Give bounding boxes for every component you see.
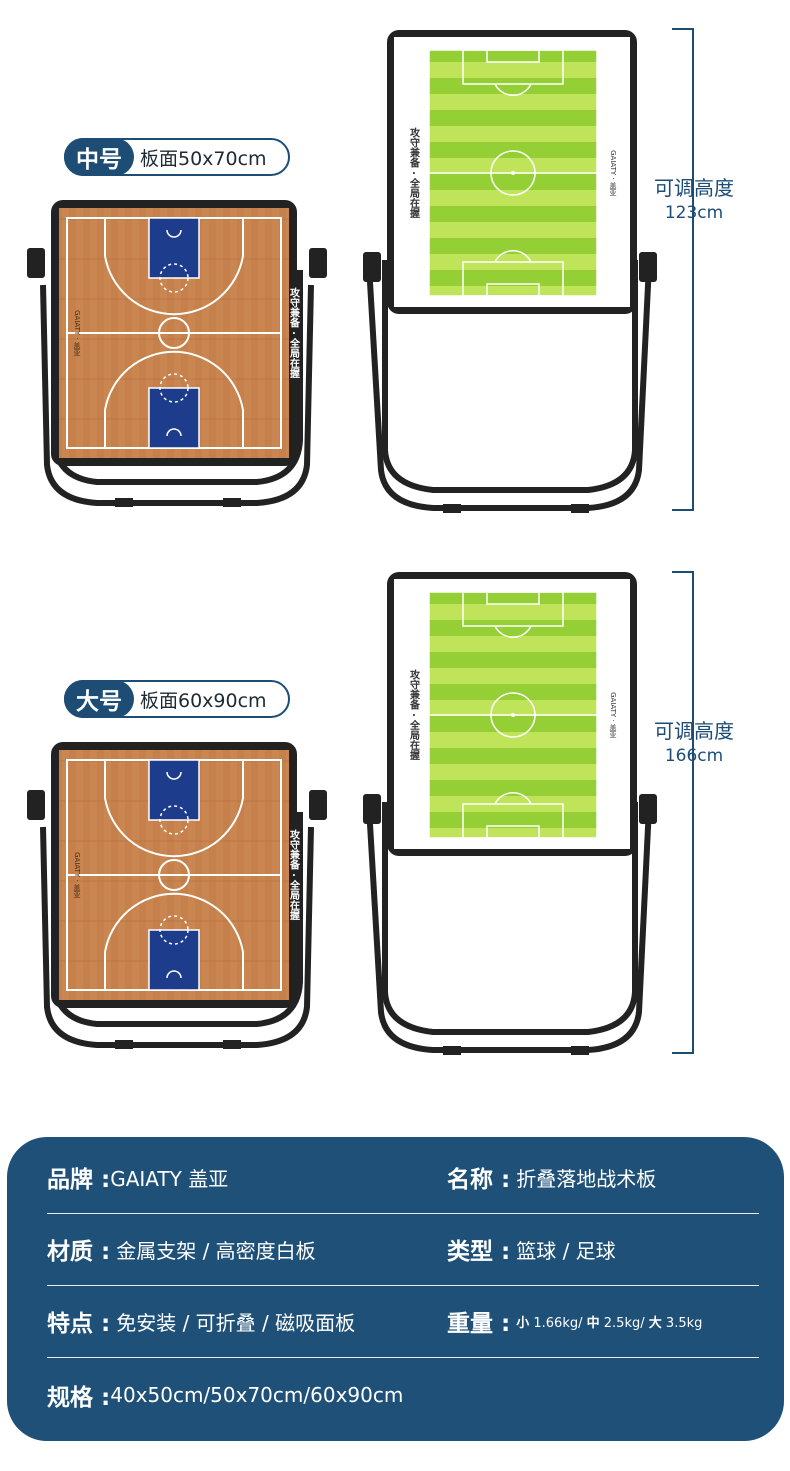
medium-size-label: 中号 <box>64 138 134 176</box>
medium-height-indicator <box>672 28 694 511</box>
large-size-badge: 大号 板面60x90cm <box>64 680 290 718</box>
spec-brand-value: GAIATY 盖亚 <box>110 1166 229 1191</box>
board-brand: GAIATY · 盖亚 <box>609 692 617 738</box>
spec-size: 规格 : 40x50cm/50x70cm/60x90cm <box>47 1359 403 1431</box>
large-height-value: 166cm <box>664 746 724 766</box>
medium-height-title: 可调高度 <box>654 176 734 200</box>
board-slogan: 攻守兼备 · 全局在握 <box>288 286 301 379</box>
spec-weight-key: 重量 : <box>447 1311 511 1337</box>
large-height-title: 可调高度 <box>654 719 734 743</box>
spec-panel: 品牌 : GAIATY 盖亚 名称 : 折叠落地战术板 材质 : 金属支架 / … <box>7 1137 784 1441</box>
weight-small-label: 小 <box>516 1315 530 1331</box>
medium-board-label: 板面50x70cm <box>140 147 267 170</box>
medium-height-value: 123cm <box>664 203 724 223</box>
spec-material: 材质 : 金属支架 / 高密度白板 <box>47 1213 316 1285</box>
medium-basketball-board: 攻守兼备 · 全局在握 GAIATY · 盖亚 <box>27 200 327 512</box>
large-board-label: 板面60x90cm <box>140 689 267 712</box>
spec-size-value: 40x50cm/50x70cm/60x90cm <box>110 1383 404 1407</box>
spec-type: 类型 : 篮球 / 足球 <box>447 1213 616 1285</box>
spec-name-key: 名称 : <box>447 1167 511 1193</box>
weight-medium-value: 2.5kg/ <box>603 1315 645 1331</box>
board-slogan: 攻守兼备 · 全局在握 <box>288 828 301 921</box>
board-brand: GAIATY · 盖亚 <box>73 310 81 356</box>
weight-large-value: 3.5kg <box>665 1315 703 1331</box>
large-football-board: 攻守兼备 · 全局在握 GAIATY · 盖亚 <box>363 572 663 1062</box>
spec-feature: 特点 : 免安装 / 可折叠 / 磁吸面板 <box>47 1285 355 1357</box>
spec-brand: 品牌 : GAIATY 盖亚 <box>47 1141 228 1213</box>
spec-feature-value: 免安装 / 可折叠 / 磁吸面板 <box>116 1310 356 1335</box>
weight-medium-label: 中 <box>586 1315 600 1331</box>
large-basketball-board: 攻守兼备 · 全局在握 GAIATY · 盖亚 <box>27 742 327 1054</box>
spec-weight-value: 小 1.66kg/ 中 2.5kg/ 大 3.5kg <box>516 1312 702 1331</box>
medium-height-label: 可调高度 123cm <box>634 172 754 223</box>
spec-row-4: 规格 : 40x50cm/50x70cm/60x90cm <box>47 1359 759 1431</box>
large-height-indicator <box>672 571 694 1054</box>
large-size-label: 大号 <box>64 680 134 718</box>
spec-brand-key: 品牌 : <box>47 1167 111 1193</box>
medium-football-board: 攻守兼备 · 全局在握 GAIATY · 盖亚 <box>363 30 663 520</box>
board-slogan: 攻守兼备 · 全局在握 <box>408 126 421 219</box>
board-brand: GAIATY · 盖亚 <box>73 852 81 898</box>
large-height-label: 可调高度 166cm <box>634 715 754 766</box>
spec-name-value: 折叠落地战术板 <box>516 1166 657 1191</box>
board-slogan: 攻守兼备 · 全局在握 <box>408 668 421 761</box>
board-brand: GAIATY · 盖亚 <box>609 150 617 196</box>
spec-type-value: 篮球 / 足球 <box>516 1238 616 1263</box>
spec-weight: 重量 : 小 1.66kg/ 中 2.5kg/ 大 3.5kg <box>447 1285 702 1357</box>
weight-small-value: 1.66kg/ <box>533 1315 583 1331</box>
spec-material-key: 材质 : <box>47 1239 111 1265</box>
spec-name: 名称 : 折叠落地战术板 <box>447 1141 656 1213</box>
spec-type-key: 类型 : <box>447 1239 511 1265</box>
spec-material-value: 金属支架 / 高密度白板 <box>116 1238 316 1263</box>
spec-size-key: 规格 : <box>47 1385 111 1411</box>
spec-row-2: 材质 : 金属支架 / 高密度白板 类型 : 篮球 / 足球 <box>47 1213 759 1286</box>
medium-size-badge: 中号 板面50x70cm <box>64 138 290 176</box>
spec-feature-key: 特点 : <box>47 1311 111 1337</box>
spec-row-3: 特点 : 免安装 / 可折叠 / 磁吸面板 重量 : 小 1.66kg/ 中 2… <box>47 1285 759 1358</box>
spec-row-1: 品牌 : GAIATY 盖亚 名称 : 折叠落地战术板 <box>47 1141 759 1214</box>
weight-large-label: 大 <box>648 1315 662 1331</box>
